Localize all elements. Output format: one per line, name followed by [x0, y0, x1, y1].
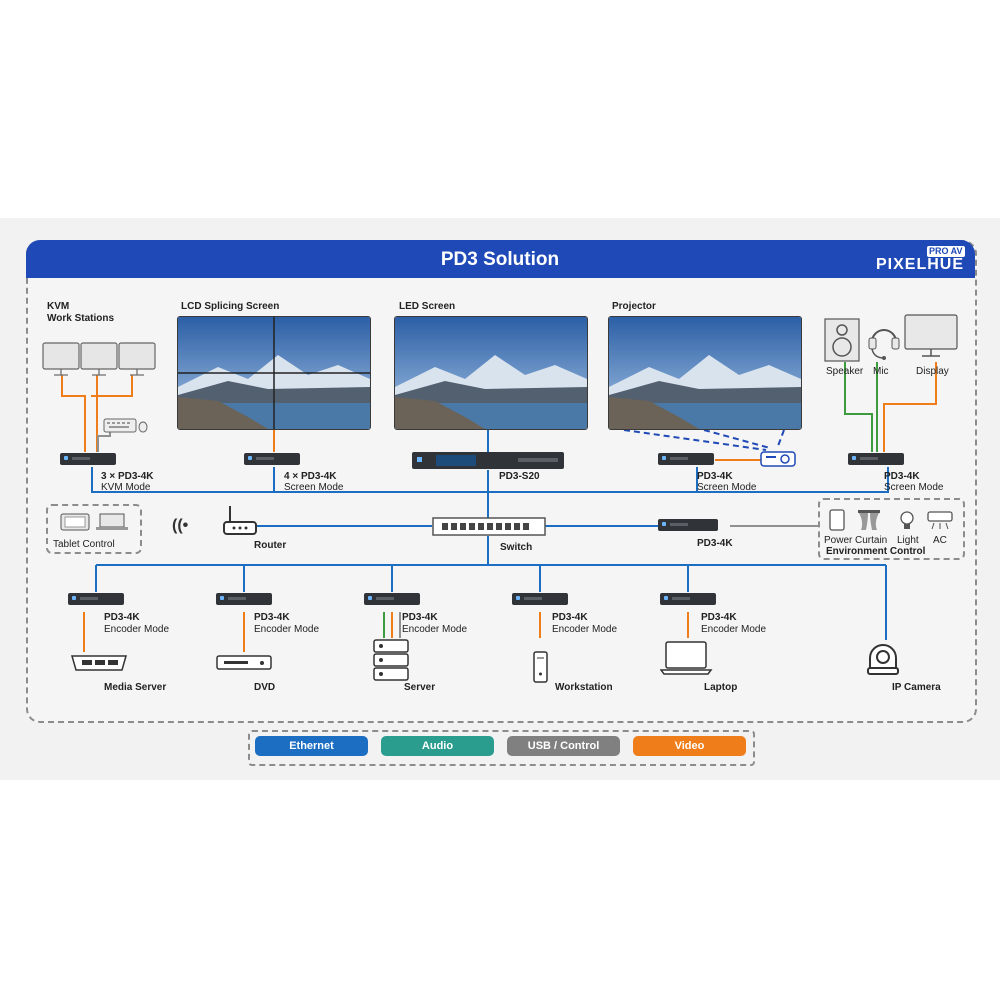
encoder-device — [216, 593, 272, 605]
kvm-pd3-device — [60, 453, 116, 465]
encoder-mode: Encoder Mode — [104, 624, 170, 635]
legend-ethernet: Ethernet — [255, 736, 368, 756]
environment-device-label: PD3-4K — [697, 538, 733, 549]
av-pd3-device — [848, 453, 904, 465]
s20-device-label: PD3-S20 — [499, 471, 540, 482]
encoder-mode: Encoder Mode — [402, 624, 468, 635]
media-server-label: Media Server — [104, 682, 167, 693]
lcd-section-title: LCD Splicing Screen — [181, 301, 280, 312]
projector-pd3-device — [658, 453, 714, 465]
encoder-device — [364, 593, 420, 605]
led-section-title: LED Screen — [399, 301, 456, 312]
speaker-label: Speaker — [826, 366, 864, 377]
projector-icon — [760, 451, 796, 467]
lcd-device-mode: Screen Mode — [284, 482, 344, 493]
projector-screen — [608, 316, 802, 430]
lcd-pd3-device — [244, 453, 300, 465]
environment-control-box — [818, 498, 965, 560]
tablet-control-box — [46, 504, 142, 554]
dvd-label: DVD — [254, 682, 276, 693]
kvm-monitors — [42, 342, 156, 376]
encoder-mode: Encoder Mode — [254, 624, 320, 635]
lcd-device-label: 4 × PD3-4K — [284, 471, 337, 482]
curtain-icon — [858, 510, 880, 530]
router-icon — [223, 506, 257, 535]
speaker-icon — [824, 318, 860, 362]
light-label: Light — [897, 535, 919, 546]
encoder-mode: Encoder Mode — [552, 624, 618, 635]
curtain-label: Curtain — [855, 535, 888, 546]
ip-camera-label: IP Camera — [892, 682, 941, 693]
environment-control-title: Environment Control — [826, 546, 926, 557]
keyboard-mouse-icon — [103, 418, 148, 433]
av-device-mode: Screen Mode — [884, 482, 944, 493]
power-icon — [829, 509, 845, 531]
mic-label: Mic — [873, 366, 889, 377]
router-label: Router — [254, 540, 287, 551]
environment-icons — [829, 509, 953, 531]
legend-box — [248, 730, 755, 766]
kvm-section-title: KVM Work Stations — [47, 301, 114, 325]
av-device-label: PD3-4K — [884, 471, 920, 482]
legend-audio: Audio — [381, 736, 494, 756]
kvm-device-mode: KVM Mode — [101, 482, 151, 493]
ip-camera-icon — [867, 644, 899, 675]
brand-tag: PRO AV — [927, 246, 965, 257]
encoder-label: PD3-4K — [701, 612, 737, 623]
laptop-label: Laptop — [704, 682, 738, 693]
header-bar — [26, 240, 975, 278]
encoder-mode: Encoder Mode — [701, 624, 767, 635]
projector-device-label: PD3-4K — [697, 471, 733, 482]
mic-headset-icon — [868, 329, 900, 360]
brand-logo: PIXELHUE — [876, 256, 965, 273]
display-label: Display — [916, 366, 949, 377]
encoder-label: PD3-4K — [254, 612, 290, 623]
legend-video: Video — [633, 736, 746, 756]
legend-usb-control: USB / Control — [507, 736, 620, 756]
workstation-label: Workstation — [555, 682, 613, 693]
media-server-icon — [71, 655, 127, 671]
ac-label: AC — [933, 535, 947, 546]
server-label: Server — [404, 682, 436, 693]
encoder-device — [660, 593, 716, 605]
server-icon — [373, 639, 409, 681]
encoder-device — [512, 593, 568, 605]
led-screen — [394, 316, 588, 430]
lcd-splicing-screen — [177, 316, 371, 430]
encoder-label: PD3-4K — [552, 612, 588, 623]
laptop-icon — [660, 641, 713, 675]
wireless-icon: ((• — [172, 517, 189, 534]
environment-pd3-device — [658, 519, 718, 531]
kvm-title-line: KVM Work Stations — [47, 301, 115, 324]
projector-section-title: Projector — [612, 301, 656, 312]
encoder-label: PD3-4K — [402, 612, 438, 623]
tablet-laptop-icon — [60, 513, 128, 531]
light-icon — [900, 511, 914, 529]
display-icon — [904, 314, 958, 357]
encoder-device — [68, 593, 124, 605]
kvm-device-label: 3 × PD3-4K — [101, 471, 154, 482]
ac-icon — [927, 511, 953, 530]
power-label: Power — [824, 535, 853, 546]
tablet-control-label: Tablet Control — [53, 539, 115, 550]
pd3-s20-device — [412, 452, 564, 469]
diagram-title: PD3 Solution — [440, 249, 560, 270]
projector-device-mode: Screen Mode — [697, 482, 757, 493]
switch-icon — [432, 517, 546, 536]
encoder-label: PD3-4K — [104, 612, 140, 623]
switch-label: Switch — [500, 542, 533, 553]
workstation-icon — [533, 651, 548, 683]
dvd-icon — [216, 655, 272, 670]
